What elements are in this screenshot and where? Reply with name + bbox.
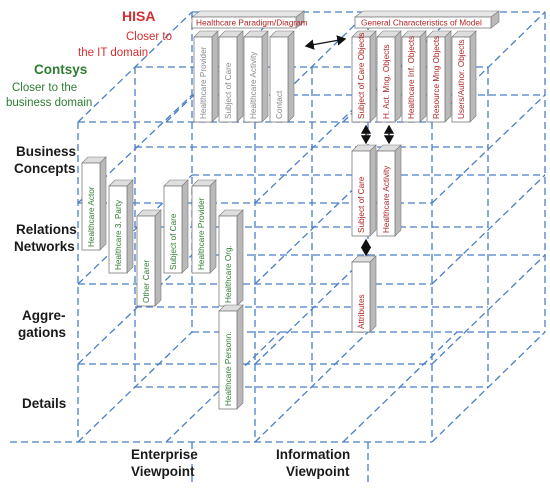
- general-bar-3-label: Healthcare Inf. Objects: [407, 36, 416, 119]
- information-bar-2-label: Healthcare Activity: [382, 165, 391, 233]
- paradigm-bar-1: Healthcare Provider: [193, 30, 219, 123]
- viewpoint-enterprise-1: Enterprise: [131, 447, 198, 462]
- hisa-title: HISA: [122, 8, 155, 24]
- general-bar-2-label: H. Act. Mng. Objects: [382, 44, 391, 119]
- header-paradigm-box: Healthcare Paradigm/Diagram: [191, 10, 308, 29]
- information-bar-1-label: Subject of Care: [357, 176, 366, 233]
- row-label-aggregations-2: gations: [18, 325, 66, 340]
- contsys-subtitle-line2: business domain: [6, 97, 92, 109]
- viewpoint-information-2: Viewpoint: [286, 464, 350, 479]
- enterprise-bar-4: Subject of Care: [163, 179, 189, 274]
- row-label-details: Details: [22, 396, 66, 411]
- viewpoint-information-1: Information: [276, 447, 350, 462]
- enterprise-bar-7-label: Healthcare Personn.: [224, 331, 233, 406]
- enterprise-bar-5: Healthcare Provider: [191, 179, 217, 274]
- header-general-label: General Characteristics of Model: [361, 18, 482, 28]
- information-bar-3-label: Attributes: [357, 294, 366, 329]
- enterprise-bar-1: Healthcare Actor: [81, 156, 107, 251]
- hisa-subtitle-line1: Closer to: [126, 31, 172, 43]
- header-general-box: General Characteristics of Model: [354, 10, 500, 29]
- row-label-relations-1: Relations: [16, 222, 77, 237]
- row-label-business-1: Business: [16, 144, 76, 159]
- enterprise-bar-1-label: Healthcare Actor: [87, 186, 96, 247]
- general-bar-1-label: Subject of Care Objects: [357, 33, 366, 119]
- general-bar-3: Healthcare Inf. Objects: [401, 30, 427, 123]
- general-bar-2: H. Act. Mng. Objects: [376, 30, 402, 123]
- enterprise-bar-3: Other Carer: [136, 209, 162, 307]
- enterprise-bar-3-label: Other Carer: [142, 260, 151, 303]
- header-paradigm-label: Healthcare Paradigm/Diagram: [196, 18, 308, 28]
- paradigm-bar-1-label: Healthcare Provider: [199, 46, 208, 119]
- row-label-relations-2: Networks: [14, 239, 75, 254]
- contsys-title: Contsys: [34, 62, 87, 77]
- enterprise-bar-6: Healthcare Org.: [218, 209, 244, 307]
- enterprise-bar-2: Healthcare 3. Party: [108, 179, 134, 274]
- general-bar-4: Resource Mng Objects: [426, 30, 452, 123]
- paradigm-bar-2-label: Subject of Care: [224, 62, 233, 119]
- enterprise-bar-2-label: Healthcare 3. Party: [114, 199, 123, 270]
- enterprise-bar-5-label: Healthcare Provider: [197, 197, 206, 270]
- grid-lines: [10, 11, 546, 485]
- paradigm-bar-4: Contact: [269, 30, 295, 123]
- enterprise-bar-7: Healthcare Personn.: [218, 304, 244, 410]
- general-bar-4-label: Resource Mng Objects: [432, 36, 441, 119]
- contsys-subtitle-line1: Closer to the: [12, 82, 77, 94]
- arrow-paradigm-general: [304, 35, 347, 50]
- general-bar-1: Subject of Care Objects: [351, 30, 377, 123]
- general-bar-5-label: Users/Author. Objects: [457, 39, 466, 119]
- general-bar-5: Users/Author. Objects: [451, 30, 477, 123]
- information-bar-2: Healthcare Activity: [376, 144, 402, 237]
- information-bar-1: Subject of Care: [351, 144, 377, 237]
- enterprise-bar-4-label: Subject of Care: [169, 213, 178, 270]
- paradigm-bar-3-label: Healthcare Activity: [249, 51, 258, 119]
- paradigm-bar-2: Subject of Care: [218, 30, 244, 123]
- row-label-aggregations-1: Aggre-: [22, 308, 66, 323]
- viewpoint-enterprise-2: Viewpoint: [131, 464, 195, 479]
- information-bar-3: Attributes: [351, 255, 377, 333]
- paradigm-bar-3: Healthcare Activity: [243, 30, 269, 123]
- enterprise-bar-6-label: Healthcare Org.: [224, 245, 233, 303]
- hisa-subtitle-line2: the IT domain: [78, 47, 148, 59]
- row-label-business-2: Concepts: [14, 161, 76, 176]
- paradigm-bar-4-label: Contact: [275, 90, 284, 119]
